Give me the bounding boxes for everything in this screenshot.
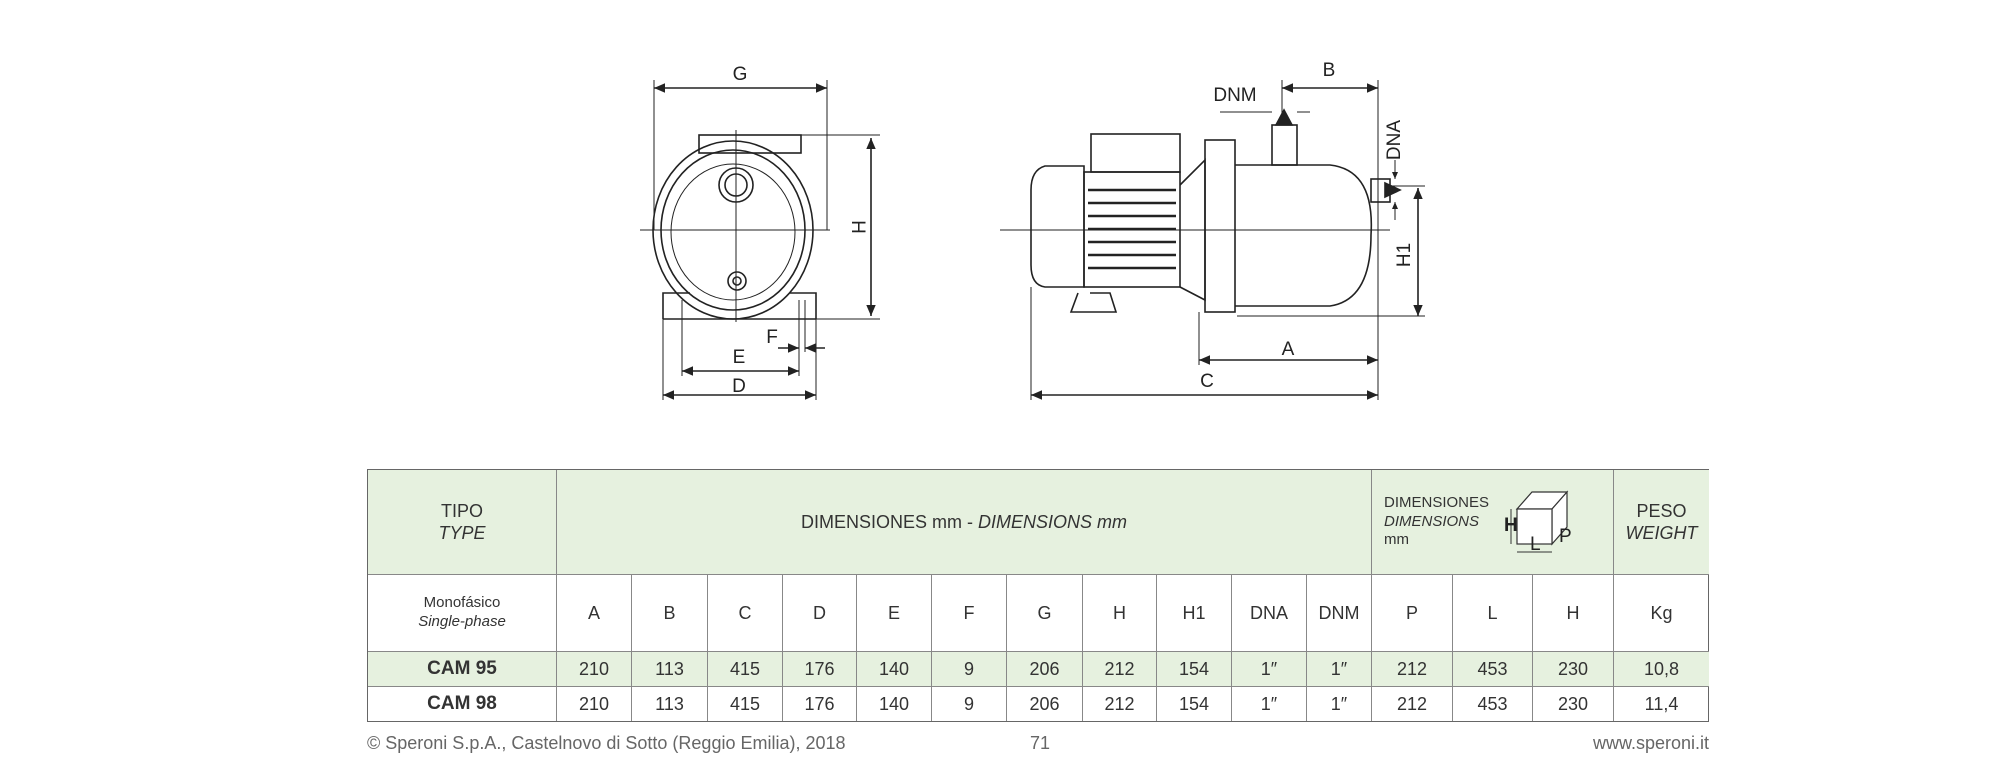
dim-label-d: D (732, 376, 746, 397)
box-label-l: L (1530, 534, 1541, 555)
table-cell: 1″ (1232, 687, 1307, 721)
column-header: Kg (1614, 575, 1709, 652)
box-label-p: P (1559, 526, 1572, 547)
table-cell: 1″ (1232, 652, 1307, 687)
column-header: B (632, 575, 708, 652)
table-cell: 415 (708, 652, 783, 687)
type-header-en: TYPE (438, 523, 486, 543)
table-cell: 11,4 (1644, 693, 1679, 714)
dim-label-h1: H1 (1394, 243, 1415, 267)
table-cell: 1″ (1307, 652, 1372, 687)
box-label-h: H (1504, 515, 1518, 536)
dim-label-dna: DNA (1384, 120, 1405, 160)
table-cell: 210 (557, 652, 632, 687)
dim-label-a: A (1282, 339, 1295, 360)
table-cell: 113 (632, 687, 708, 721)
dimensions-header-en: DIMENSIONS mm (978, 511, 1128, 532)
model-name: CAM 95 (368, 652, 557, 687)
table-cell: 212 (1083, 652, 1157, 687)
weight-header-es: PESO (1636, 500, 1687, 521)
table-cell: 176 (783, 687, 857, 721)
package-header-unit: mm (1384, 531, 1409, 549)
table-cell: 206 (1007, 687, 1083, 721)
column-header: F (932, 575, 1007, 652)
dimensions-table: TIPO TYPE DIMENSIONES mm - DIMENSIONS mm… (367, 469, 1709, 722)
table-cell: 415 (708, 687, 783, 721)
table-cell: 453 (1453, 652, 1533, 687)
table-cell: 140 (857, 687, 932, 721)
dim-label-g: G (733, 64, 748, 85)
footer-copyright: © Speroni S.p.A., Castelnovo di Sotto (R… (367, 733, 846, 753)
table-cell: 9 (932, 652, 1007, 687)
package-box-icon: H L P (1504, 490, 1572, 555)
table-cell: 154 (1157, 687, 1232, 721)
dim-label-e: E (733, 347, 746, 368)
weight-header-en: WEIGHT (1625, 523, 1698, 543)
dim-label-dnm: DNM (1213, 85, 1256, 106)
phase-label-es: Monofásico (423, 594, 501, 612)
dim-label-b: B (1323, 60, 1336, 81)
weight-header: PESO WEIGHT (1614, 470, 1709, 575)
dim-label-f: F (766, 327, 778, 348)
package-header-en: DIMENSIONS (1384, 512, 1480, 530)
side-view (1000, 80, 1425, 400)
table-cell: 210 (557, 687, 632, 721)
table-cell: 230 (1533, 687, 1614, 721)
column-header: DNM (1307, 575, 1372, 652)
footer-website[interactable]: www.speroni.it (1592, 733, 1709, 753)
table-cell: 212 (1083, 687, 1157, 721)
table-cell: 206 (1007, 652, 1083, 687)
package-header-es: DIMENSIONES (1384, 493, 1490, 511)
table-cell: 453 (1453, 687, 1533, 721)
table-cell: 10,8 (1614, 652, 1709, 687)
type-header: TIPO TYPE (368, 470, 557, 575)
table-cell: 154 (1157, 652, 1232, 687)
footer-page-number: 71 (1030, 733, 1051, 753)
column-header: C (708, 575, 783, 652)
package-header: DIMENSIONES DIMENSIONS mm H L P (1372, 470, 1614, 575)
table-cell: 140 (857, 652, 932, 687)
type-header-es: TIPO (440, 500, 483, 521)
table-cell: 1″ (1307, 687, 1372, 721)
model-name: CAM 98 (368, 687, 557, 721)
phase-label: Monofásico Single-phase (368, 575, 557, 652)
column-header: D (783, 575, 857, 652)
dim-label-c: C (1200, 371, 1214, 392)
column-header: A (557, 575, 632, 652)
phase-label-en: Single-phase (418, 613, 506, 630)
column-header: H1 (1157, 575, 1232, 652)
table-cell: 113 (632, 652, 708, 687)
column-header: E (857, 575, 932, 652)
table-cell: 9 (932, 687, 1007, 721)
dim-label-h: H (847, 220, 868, 234)
table-cell: 212 (1372, 687, 1453, 721)
table-cell: 230 (1533, 652, 1614, 687)
column-header: L (1453, 575, 1533, 652)
dimensions-header-es: DIMENSIONES mm - (800, 511, 978, 532)
table-cell: 212 (1372, 652, 1453, 687)
column-header: P (1372, 575, 1453, 652)
table-cell: 176 (783, 652, 857, 687)
pump-dimension-drawing: G H E F D B DNM DNA H1 A C (640, 60, 1425, 400)
column-header: H (1533, 575, 1614, 652)
column-header: G (1007, 575, 1083, 652)
dimensions-header: DIMENSIONES mm - DIMENSIONS mm (557, 470, 1372, 575)
front-view (640, 80, 880, 400)
column-header: DNA (1232, 575, 1307, 652)
column-header: H (1083, 575, 1157, 652)
